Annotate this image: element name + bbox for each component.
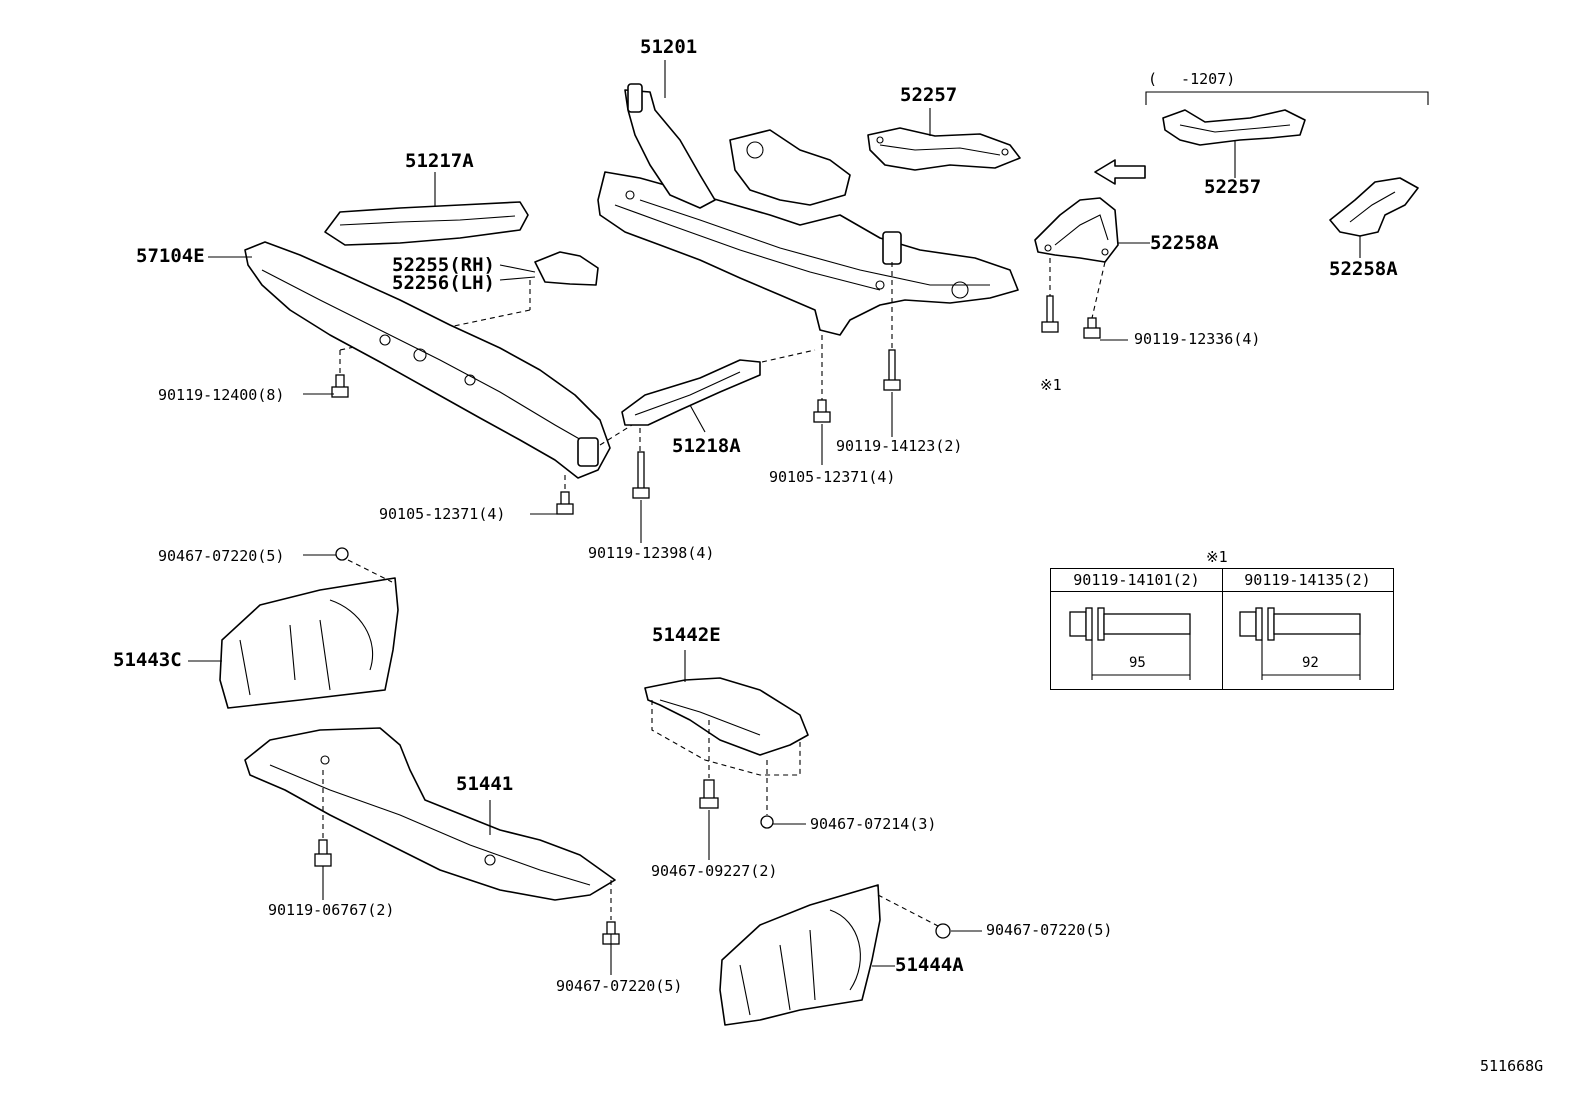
callout-52256: 52256(LH)	[392, 272, 495, 294]
cover-51444A	[719, 884, 939, 1026]
ref-col-2: 90119-14135(2) 92	[1222, 569, 1393, 689]
range-note: ( -1207)	[1148, 70, 1236, 88]
callout-52257: 52257	[900, 84, 958, 106]
fastener-90467-07220: 90467-07220(5)	[158, 547, 285, 565]
ref-col-1-part: 90119-14101(2)	[1051, 569, 1222, 592]
ref-col-1: 90119-14101(2) 95	[1051, 569, 1223, 689]
callout-51442E: 51442E	[652, 624, 721, 646]
ref-col-2-part: 90119-14135(2)	[1222, 569, 1393, 592]
fastener-90105-12371: 90105-12371(4)	[379, 505, 506, 523]
fastener-90105-12371: 90105-12371(4)	[769, 468, 896, 486]
fastener-90119-12400: 90119-12400(8)	[158, 386, 285, 404]
crossmember-51201	[597, 60, 1019, 336]
callout-52257: 52257	[1204, 176, 1262, 198]
callout-52258A: 52258A	[1150, 232, 1219, 254]
callout-51441: 51441	[456, 773, 514, 795]
callout-51218A: 51218A	[672, 435, 741, 457]
bracket-52258A-b	[1329, 177, 1419, 258]
member-57104E	[208, 241, 641, 500]
direction-arrow	[1094, 159, 1146, 185]
reference-table: 90119-14101(2) 95 90119-14135(2) 92	[1050, 568, 1394, 690]
ref-table-title: ※1	[1206, 548, 1228, 566]
callout-57104E: 57104E	[136, 245, 205, 267]
fastener-90467-09227: 90467-09227(2)	[651, 862, 778, 880]
diagram-id: 511668G	[1480, 1057, 1544, 1075]
note-mark: ※1	[1040, 376, 1062, 394]
fastener-leaders	[303, 339, 1128, 975]
fastener-90467-07220: 90467-07220(5)	[986, 921, 1113, 939]
bolts	[314, 295, 1101, 945]
callout-51201: 51201	[640, 36, 698, 58]
rail-51218A	[621, 349, 816, 455]
bracket-52255-52256	[339, 251, 599, 380]
cover-51443C	[188, 559, 399, 709]
bracket-52258A-a	[1034, 197, 1150, 319]
ref-bolt-14101	[1069, 607, 1191, 680]
callout-51444A: 51444A	[895, 954, 964, 976]
fastener-90119-12398: 90119-12398(4)	[588, 544, 715, 562]
fastener-90119-14123: 90119-14123(2)	[836, 437, 963, 455]
rail-51217A	[324, 172, 529, 246]
callout-51217A: 51217A	[405, 150, 474, 172]
fastener-90119-12336: 90119-12336(4)	[1134, 330, 1261, 348]
fastener-90467-07220: 90467-07220(5)	[556, 977, 683, 995]
brace-52257-a	[867, 108, 1021, 171]
brace-52257-b	[1162, 109, 1306, 178]
callout-52258A: 52258A	[1329, 258, 1398, 280]
callout-52255: 52255(RH)	[392, 254, 495, 276]
cover-51442E	[644, 650, 809, 815]
ref-bolt-14135	[1239, 607, 1361, 680]
cover-51441	[244, 727, 616, 920]
ref-col-2-length: 92	[1302, 655, 1319, 671]
range-bracket	[1145, 91, 1429, 105]
callout-51443C: 51443C	[113, 649, 182, 671]
ref-col-1-length: 95	[1129, 655, 1146, 671]
fastener-90467-07214: 90467-07214(3)	[810, 815, 937, 833]
fastener-90119-06767: 90119-06767(2)	[268, 901, 395, 919]
